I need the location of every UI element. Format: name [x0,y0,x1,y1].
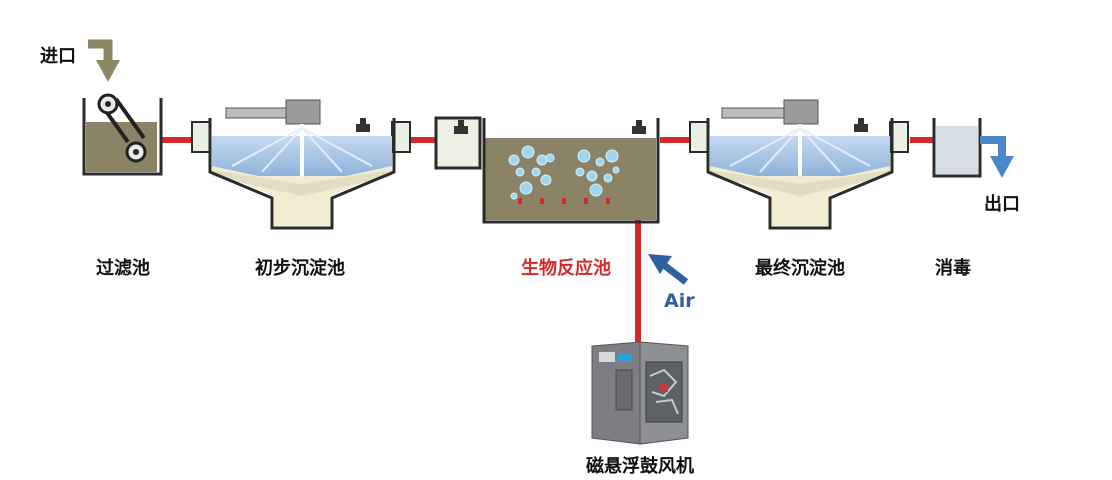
blower-label: 磁悬浮鼓风机 [586,456,694,477]
air-bubbles-icon [508,145,620,200]
scraper-bridge-icon [721,99,871,176]
final-settling-label: 最终沉淀池 [755,258,845,279]
outlet-label: 出口 [984,194,1020,215]
outlet-arrow-icon [980,136,1014,178]
primary-settling-label: 初步沉淀池 [255,258,345,279]
bioreactor-tank [482,118,660,224]
filter-tank [82,93,163,176]
disinfection-label: 消毒 [935,258,971,279]
final-settling-tank [689,99,909,230]
air-label: Air [664,290,695,312]
filter-tank-label: 过滤池 [96,258,150,279]
disinfection-tank [932,118,982,178]
inlet-label: 进口 [40,46,76,67]
air-arrow-icon [648,254,689,285]
scraper-bridge-icon [225,99,373,176]
bioreactor-label: 生物反应池 [521,258,611,279]
filter-belt-icon [97,93,147,163]
blower-machine-icon [591,341,689,445]
primary-settling-tank [191,99,411,230]
transfer-box [434,116,482,170]
inlet-arrow-icon [88,39,120,82]
